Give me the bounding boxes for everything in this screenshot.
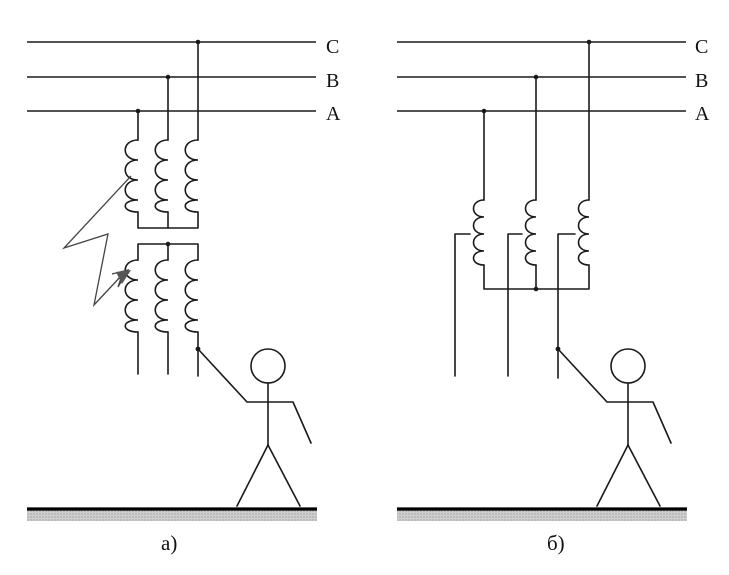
- caption-b: б): [547, 531, 565, 555]
- winding-a-b: [474, 200, 485, 265]
- phase-label-c-b: C: [695, 36, 708, 58]
- secondary-winding-c: [185, 260, 198, 332]
- panel-a: C B A: [27, 36, 341, 555]
- ground-hatch-a: [27, 509, 317, 521]
- primary-winding-a: [125, 140, 138, 212]
- phase-label-b-a: B: [326, 70, 339, 92]
- secondary-winding-b: [155, 260, 168, 332]
- secondary-lead-b-b: [508, 234, 522, 376]
- phase-label-a-a: A: [326, 103, 341, 125]
- phase-label-c-a: C: [326, 36, 339, 58]
- person-figure-a: [198, 349, 311, 506]
- junction-dot: [166, 242, 171, 247]
- breakdown-arrow-icon: [64, 176, 131, 305]
- secondary-lead-c-b: [558, 234, 575, 378]
- phase-label-b-b: B: [695, 70, 708, 92]
- primary-winding-c: [185, 140, 198, 212]
- junction-dot: [534, 287, 539, 292]
- winding-b-b: [526, 200, 537, 265]
- winding-c-b: [579, 200, 590, 265]
- ground-hatch-b: [397, 509, 687, 521]
- primary-winding-b: [155, 140, 168, 212]
- caption-a: а): [161, 531, 177, 555]
- phase-label-a-b: A: [695, 103, 710, 125]
- person-figure-b: [558, 349, 671, 506]
- secondary-lead-a-b: [455, 234, 470, 376]
- panel-b: C B A б): [397, 36, 710, 555]
